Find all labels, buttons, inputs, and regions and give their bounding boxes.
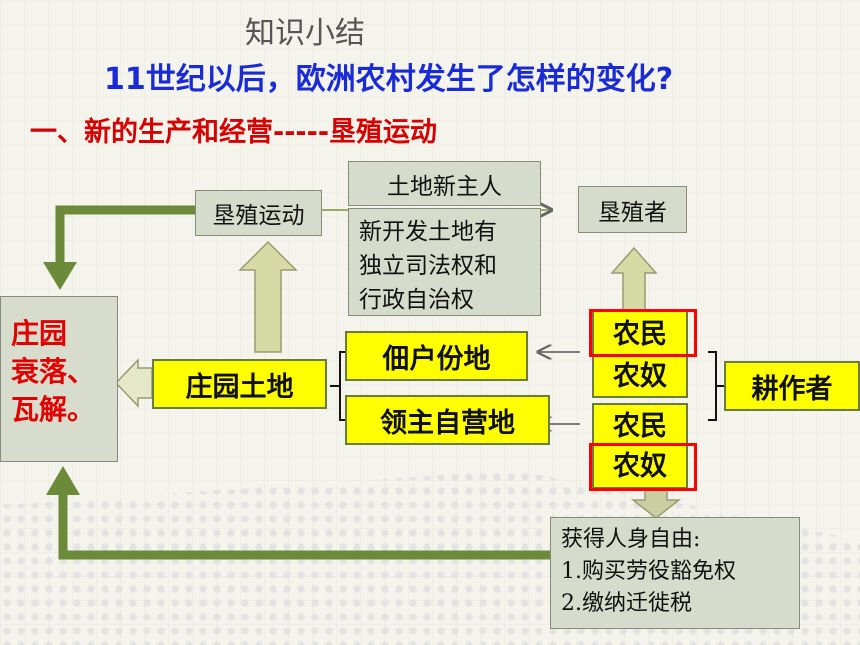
arrow-freedom-to-manor-head <box>46 466 80 495</box>
node-tenant-land: 佃户份地 <box>345 331 528 381</box>
highlight-serf-2 <box>589 443 697 491</box>
serf-label-1: 农奴 <box>613 361 667 392</box>
peasant-label-2: 农民 <box>613 411 667 442</box>
new-land-line-1: 新开发土地有 <box>359 219 497 245</box>
node-reclamation: 垦殖运动 <box>195 190 322 236</box>
arrow-freedom-to-manor <box>58 495 550 560</box>
manor-line-2: 衰落、 <box>11 355 96 388</box>
arrow-reclamation-to-manor-head <box>43 262 77 290</box>
heading: 知识小结 <box>245 16 365 51</box>
node-lord-land: 领主自营地 <box>345 395 550 445</box>
node-new-owner: 土地新主人 <box>348 161 541 206</box>
section-title: 一、新的生产和经营-----垦殖运动 <box>30 117 438 148</box>
up-arrow-peasant <box>610 246 658 313</box>
new-land-line-3: 行政自治权 <box>359 287 474 313</box>
node-personal-freedom: 获得人身自由: 1.购买劳役豁免权 2.缴纳迁徙税 <box>550 517 800 629</box>
node-manor-decline: 庄园 衰落、 瓦解。 <box>0 296 118 462</box>
freedom-line-3: 2.缴纳迁徙税 <box>561 591 692 616</box>
new-land-line-2: 独立司法权和 <box>359 253 497 279</box>
arrow-reclamation-to-manor <box>55 205 195 262</box>
freedom-line-1: 获得人身自由: <box>561 527 701 552</box>
up-arrow-manor-land <box>238 240 298 353</box>
node-cultivator: 耕作者 <box>724 361 860 411</box>
manor-line-3: 瓦解。 <box>11 393 96 426</box>
node-new-land-rights: 新开发土地有 独立司法权和 行政自治权 <box>348 208 541 316</box>
left-arrow-manor-land <box>114 358 153 408</box>
node-reclaimer: 垦殖者 <box>578 186 687 233</box>
bracket-cultivator <box>708 351 724 421</box>
peasant-label-1: 农民 <box>613 319 667 350</box>
node-manor-land: 庄园土地 <box>152 359 327 409</box>
down-arrow-serf <box>630 489 682 519</box>
highlight-peasant-1 <box>589 309 697 357</box>
serf-label-2: 农奴 <box>613 451 667 482</box>
bracket-land-types <box>330 351 348 421</box>
manor-line-1: 庄园 <box>11 317 68 350</box>
question: 11世纪以后，欧洲农村发生了怎样的变化? <box>104 62 674 97</box>
freedom-line-2: 1.购买劳役豁免权 <box>561 559 736 584</box>
node-peasant-serf-2: 农民 农奴 <box>592 403 688 489</box>
